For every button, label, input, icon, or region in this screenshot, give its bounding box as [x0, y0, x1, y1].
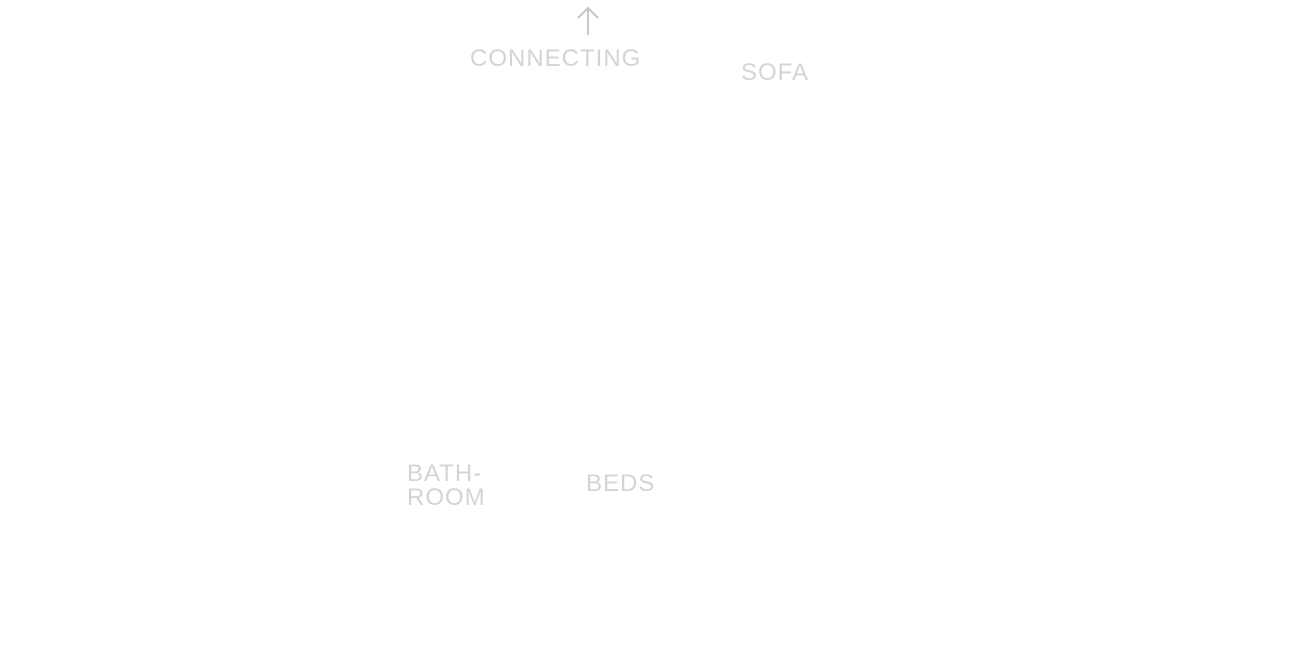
label-connecting: CONNECTING [470, 45, 642, 72]
label-bathroom-line2: ROOM [407, 484, 486, 511]
label-sofa: SOFA [741, 59, 810, 86]
arrow-up-icon[interactable] [576, 6, 600, 36]
label-bathroom-line1: BATH- [407, 460, 483, 487]
label-beds: BEDS [586, 470, 656, 497]
label-bathroom: BATH- ROOM [407, 462, 486, 510]
